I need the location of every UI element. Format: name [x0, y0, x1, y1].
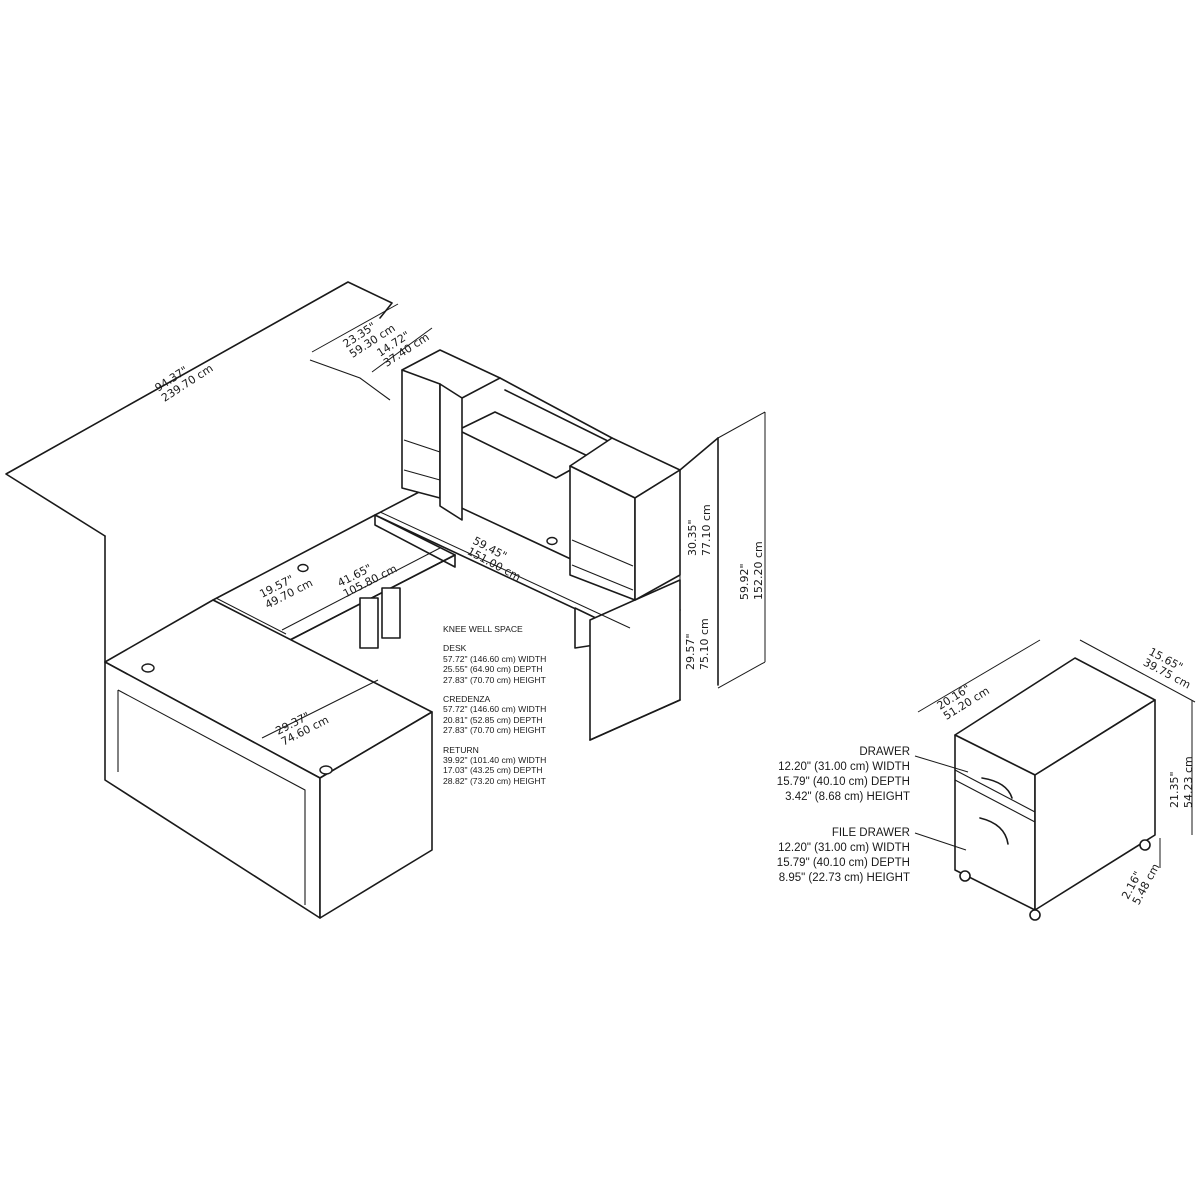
drawer-specs: DRAWER 12.20" (31.00 cm) WIDTH 15.79" (4…	[777, 745, 910, 805]
dim-line-desk-depth	[261, 679, 379, 739]
pedestal-file-divider	[954, 779, 1036, 823]
hutch-left-side	[439, 383, 463, 521]
drawer-title: DRAWER	[859, 746, 910, 758]
hutch-left-shelf-2	[403, 469, 441, 481]
label-hutch-height-in: 30.35"	[686, 519, 699, 556]
file-drawer-depth: 15.79" (40.10 cm) DEPTH	[776, 857, 910, 869]
grommet-hole-desk	[141, 663, 155, 673]
grommet-hole-credenza	[546, 536, 558, 546]
knee-well-desk-depth: 25.55" (64.90 cm) DEPTH	[443, 664, 543, 675]
label-credenza-height: 29.57" 75.10 cm	[684, 618, 711, 670]
dim-line-total-height-top	[717, 411, 766, 439]
drawer-handle	[981, 777, 1013, 799]
dim-line-total-height-bottom	[717, 661, 766, 689]
label-pedestal-width: 20.16" 51.20 cm	[935, 682, 992, 723]
pedestal-side	[1034, 699, 1156, 911]
credenza-base	[589, 699, 681, 741]
drawer-depth: 15.79" (40.10 cm) DEPTH	[776, 776, 910, 788]
caster-front-right	[1029, 909, 1041, 921]
knee-well-credenza-title: CREDENZA	[443, 694, 491, 705]
return-panel	[374, 514, 456, 568]
hutch-right-tall-edge	[679, 437, 719, 471]
knee-well-return-height: 28.82" (73.20 cm) HEIGHT	[443, 775, 546, 786]
leader-file-drawer	[914, 832, 967, 851]
label-pedestal-height-in: 21.35"	[1168, 771, 1181, 808]
drawer-height: 3.42" (8.68 cm) HEIGHT	[785, 791, 910, 803]
leader-drawer	[914, 755, 969, 773]
file-drawer-height: 8.95" (22.73 cm) HEIGHT	[778, 872, 910, 884]
knee-well-specs: KNEE WELL SPACE DESK 57.72" (146.60 cm) …	[443, 624, 546, 786]
desk-modesty-panel	[117, 689, 306, 905]
knee-well-return-width: 39.92" (101.40 cm) WIDTH	[443, 755, 547, 766]
label-credenza-height-cm: 75.10 cm	[698, 618, 711, 670]
knee-well-heading: KNEE WELL SPACE	[443, 624, 523, 634]
knee-well-desk-height: 27.83" (70.70 cm) HEIGHT	[443, 674, 546, 685]
file-drawer-title: FILE DRAWER	[831, 827, 910, 839]
label-total-height-in: 59.92"	[738, 563, 751, 600]
label-pedestal-height: 21.35" 54.23 cm	[1168, 756, 1195, 808]
label-credenza-height-in: 29.57"	[684, 633, 697, 670]
label-hutch-height: 30.35" 77.10 cm	[686, 504, 713, 556]
caster-front-left	[959, 870, 971, 882]
hutch-right-shelf-1	[571, 539, 634, 567]
knee-well-return-title: RETURN	[443, 744, 479, 755]
knee-well-return-depth: 17.03" (43.25 cm) DEPTH	[443, 765, 543, 776]
knee-well-desk-width: 57.72" (146.60 cm) WIDTH	[443, 653, 547, 664]
label-total-height-cm: 152.20 cm	[752, 541, 765, 600]
mobile-file-pedestal: 20.16" 51.20 cm 15.65" 39.75 cm 21.35" 5…	[914, 639, 1196, 921]
pedestal-drawer-divider	[954, 769, 1036, 813]
dim-line-hutch-shelf	[371, 327, 433, 373]
dim-line-return-depth	[215, 597, 287, 635]
dim-line-overall-width	[5, 281, 349, 475]
dim-line-pedestal-depth	[1079, 639, 1196, 703]
dim-line-return-width	[281, 547, 441, 631]
caster-back-right	[1139, 839, 1151, 851]
knee-well-credenza-width: 57.72" (146.60 cm) WIDTH	[443, 704, 547, 715]
grommet-hole-return	[297, 563, 309, 573]
dim-line-credenza-width	[379, 511, 631, 629]
desk-dimension-lines	[5, 281, 766, 739]
hutch-left-shelf-1	[403, 439, 441, 453]
file-drawer-width: 12.20" (31.00 cm) WIDTH	[778, 842, 910, 854]
file-drawer-specs: FILE DRAWER 12.20" (31.00 cm) WIDTH 15.7…	[777, 826, 910, 886]
knee-well-credenza-depth: 20.81" (52.85 cm) DEPTH	[443, 714, 543, 725]
footprint-outline	[5, 281, 393, 537]
hutch-rail-back	[504, 389, 621, 448]
knee-well-desk-title: DESK	[443, 643, 467, 654]
label-hutch-height-cm: 77.10 cm	[700, 504, 713, 556]
u-shaped-desk-assembly: 94.37" 239.70 cm 23.35" 59.30 cm 14.72" …	[5, 281, 766, 919]
drawer-width: 12.20" (31.00 cm) WIDTH	[778, 761, 910, 773]
hutch-right-shelf-2	[571, 564, 634, 591]
return-leg-back	[381, 587, 401, 639]
return-leg-front	[359, 597, 379, 649]
label-overall-width: 94.37" 239.70 cm	[153, 362, 216, 405]
knee-well-credenza-height: 27.83" (70.70 cm) HEIGHT	[443, 725, 546, 736]
dim-line-pedestal-width	[917, 639, 1041, 713]
grommet-hole-desk-corner	[319, 765, 333, 775]
hutch-rail	[499, 377, 613, 439]
desk-end-panel	[319, 711, 433, 919]
file-drawer-handle	[979, 817, 1009, 845]
label-total-height: 59.92" 152.20 cm	[738, 541, 765, 600]
label-pedestal-depth: 15.65" 39.75 cm	[1141, 645, 1193, 691]
label-pedestal-height-cm: 54.23 cm	[1182, 756, 1195, 808]
dim-line-hutch-depth	[311, 303, 399, 353]
label-caster-height: 2.16" 5.48 cm	[1119, 861, 1162, 907]
footprint-inner-edge	[309, 359, 391, 401]
